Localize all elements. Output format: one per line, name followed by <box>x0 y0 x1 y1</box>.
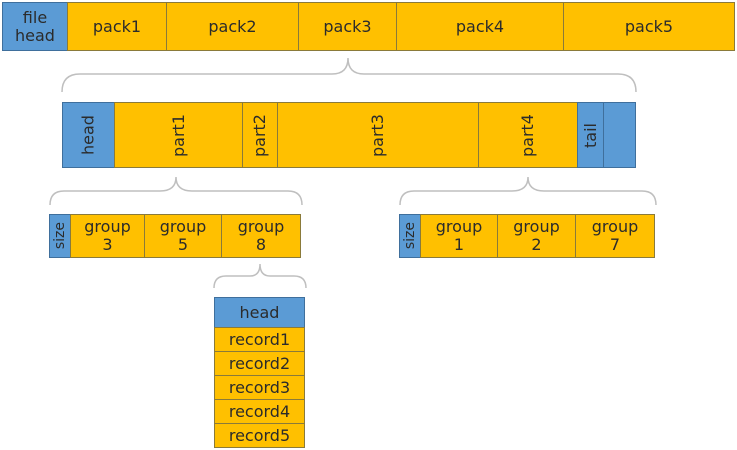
pack-block: pack2 <box>166 2 299 51</box>
size-block: size <box>399 214 421 258</box>
part-block: part1 <box>114 102 243 168</box>
record-block: record4 <box>214 399 305 424</box>
part-label: part1 <box>168 113 188 157</box>
part-label: part4 <box>518 113 537 157</box>
group-block: group 1 <box>420 214 498 258</box>
file-head-block: file head <box>2 2 68 51</box>
tail-label: tail <box>580 122 600 148</box>
record-block: record5 <box>214 423 305 448</box>
pack-block: pack3 <box>298 2 397 51</box>
group-block: group 8 <box>221 214 301 258</box>
part-block: part4 <box>478 102 578 168</box>
record-block: record3 <box>214 375 305 400</box>
record-block: record1 <box>214 327 305 352</box>
pack-tail-block: tail <box>577 102 604 168</box>
pack-tail-block-extra <box>603 102 636 168</box>
size-label: size <box>402 222 418 250</box>
part-block: part3 <box>277 102 479 168</box>
part-label: part2 <box>250 113 269 157</box>
size-label: size <box>52 222 68 250</box>
brace-part4-expand <box>399 176 657 206</box>
pack-block: pack5 <box>563 2 735 51</box>
group-block: group 2 <box>497 214 576 258</box>
group-head-block: head <box>214 297 305 328</box>
record-block: record2 <box>214 351 305 376</box>
pack-head-block: head <box>62 102 115 168</box>
group-block: group 7 <box>575 214 655 258</box>
pack-block: pack1 <box>67 2 167 51</box>
part-block: part2 <box>242 102 278 168</box>
group-block: group 5 <box>144 214 222 258</box>
brace-part1-expand <box>49 176 303 206</box>
group-block: group 3 <box>70 214 145 258</box>
pack-block: pack4 <box>396 2 564 51</box>
brace-pack3-expand <box>61 57 637 93</box>
part-label: part3 <box>368 113 387 157</box>
size-block: size <box>49 214 71 258</box>
brace-group8-expand <box>213 263 307 289</box>
